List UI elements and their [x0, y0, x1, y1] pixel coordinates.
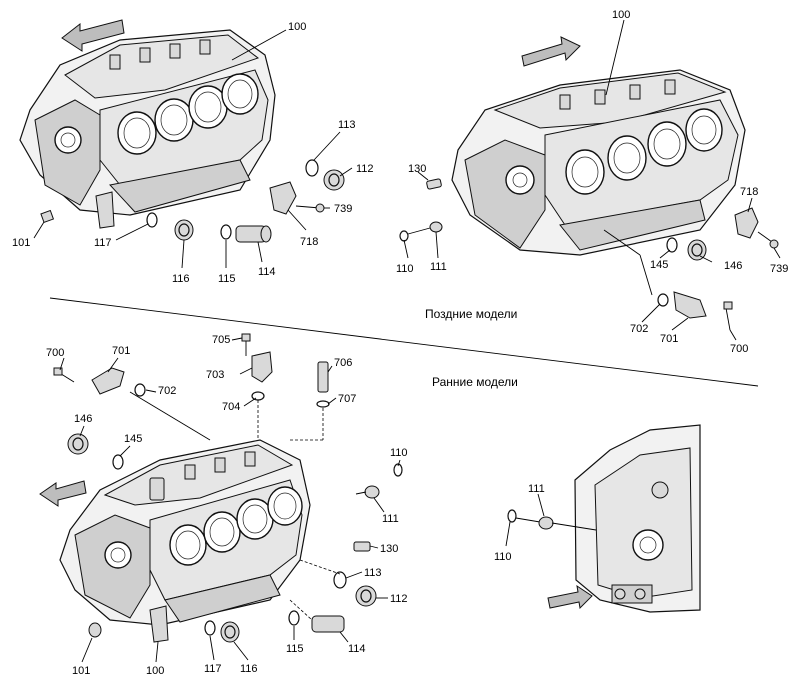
callouts-bottom-left: 700 701 702 705 703 704 706 707 146 145 … — [46, 334, 408, 677]
callout: 145 — [124, 433, 142, 445]
parts-top-left — [40, 159, 345, 243]
callout: 706 — [334, 357, 352, 369]
callout: 117 — [94, 237, 112, 249]
section-label-late-models: Поздние модели — [425, 307, 517, 321]
callout: 130 — [380, 543, 398, 555]
parts-top-right — [399, 178, 779, 331]
callout: 113 — [338, 119, 356, 131]
rear-cover-detail — [507, 424, 701, 613]
callout: 702 — [630, 323, 648, 335]
leaders-bottom-left — [59, 337, 401, 663]
callout: 117 — [204, 663, 222, 675]
parts-bottom-left — [53, 333, 403, 643]
callout: 112 — [390, 593, 408, 605]
callout: 110 — [494, 551, 512, 563]
callout: 739 — [334, 203, 352, 215]
callout: 702 — [158, 385, 176, 397]
callout: 116 — [240, 663, 258, 675]
callout: 100 — [612, 9, 630, 21]
callout: 116 — [172, 273, 190, 285]
callouts-top-left: 100 113 112 739 718 114 115 116 117 101 — [12, 21, 374, 285]
callout: 146 — [724, 260, 742, 272]
section-label-early-models: Ранние модели — [432, 375, 518, 389]
leaders-top-left — [33, 29, 353, 269]
callout: 705 — [212, 334, 230, 346]
direction-arrow-icon — [39, 480, 87, 507]
leaders-top-right — [403, 19, 781, 341]
callout: 100 — [288, 21, 306, 33]
callout: 111 — [430, 261, 447, 273]
callout: 101 — [72, 665, 90, 677]
callout: 112 — [356, 163, 374, 175]
engine-block-bottom-left — [39, 439, 311, 643]
callout: 130 — [408, 163, 426, 175]
callout: 145 — [650, 259, 668, 271]
callout: 704 — [222, 401, 240, 413]
direction-arrow-icon — [61, 19, 125, 52]
callout: 114 — [258, 266, 276, 278]
callout: 718 — [740, 186, 758, 198]
callout: 701 — [660, 333, 678, 345]
leaders-bottom-right — [505, 493, 545, 547]
callout: 114 — [348, 643, 366, 655]
section-divider — [49, 297, 759, 387]
direction-arrow-icon — [521, 36, 581, 67]
callout: 700 — [46, 347, 64, 359]
callout: 110 — [390, 447, 408, 459]
callout: 739 — [770, 263, 788, 275]
callout: 703 — [206, 369, 224, 381]
callout: 718 — [300, 236, 318, 248]
callout: 701 — [112, 345, 130, 357]
callout: 110 — [396, 263, 414, 275]
callout: 113 — [364, 567, 382, 579]
callout: 707 — [338, 393, 356, 405]
callout: 101 — [12, 237, 30, 249]
engine-block-top-left — [19, 19, 276, 229]
callout: 146 — [74, 413, 92, 425]
callouts-top-right: 100 130 718 739 146 145 110 111 702 701 … — [396, 9, 788, 355]
engine-block-top-right — [451, 36, 746, 256]
callout: 111 — [382, 513, 399, 525]
callouts-bottom-right: 111 110 — [494, 483, 545, 563]
direction-arrow-icon — [547, 584, 593, 610]
callout: 100 — [146, 665, 164, 677]
callout: 115 — [286, 643, 304, 655]
callout: 700 — [730, 343, 748, 355]
callout: 111 — [528, 483, 545, 495]
callout: 115 — [218, 273, 236, 285]
